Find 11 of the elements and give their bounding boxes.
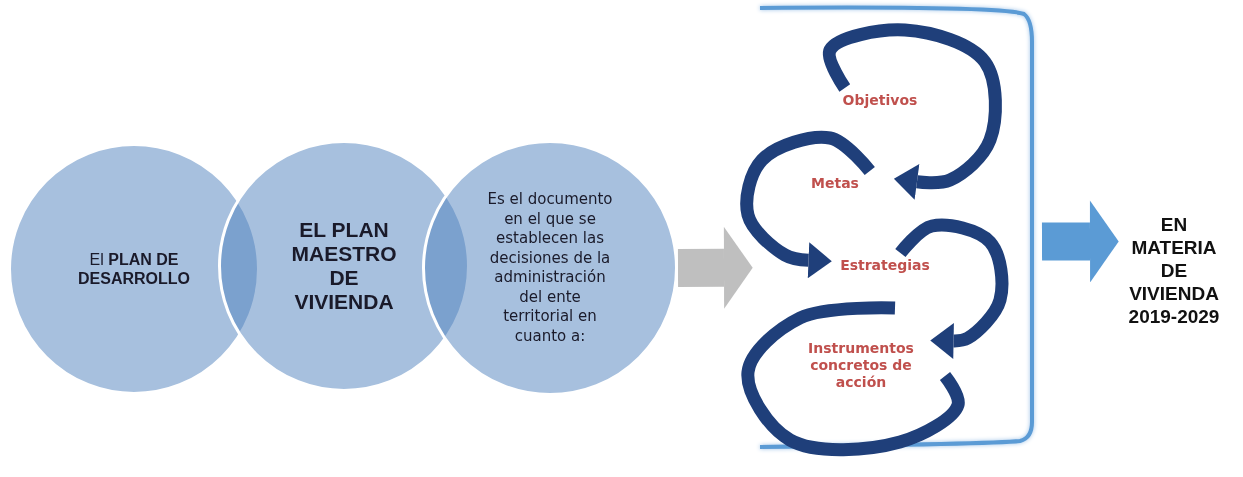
result-text: EN MATERIA DE VIVIENDA 2019-2029 bbox=[1118, 205, 1230, 335]
circle-text: El PLAN DE DESARROLLO bbox=[77, 250, 191, 288]
block-arrow bbox=[1041, 200, 1119, 283]
step-label: Objetivos bbox=[825, 88, 935, 112]
circle-text: EL PLAN MAESTRO DE VIVIENDA bbox=[290, 218, 398, 314]
step-label: Instrumentos concretos de acción bbox=[790, 332, 932, 398]
step-label: Estrategias bbox=[830, 253, 940, 277]
block-arrow bbox=[677, 226, 753, 309]
step-label: Metas bbox=[775, 171, 895, 195]
circle-text: Es el documento en el que se establecen las decisiones de la administración del ente territorial en cuanto a: bbox=[486, 190, 614, 346]
curved-arrow bbox=[822, 23, 1002, 200]
